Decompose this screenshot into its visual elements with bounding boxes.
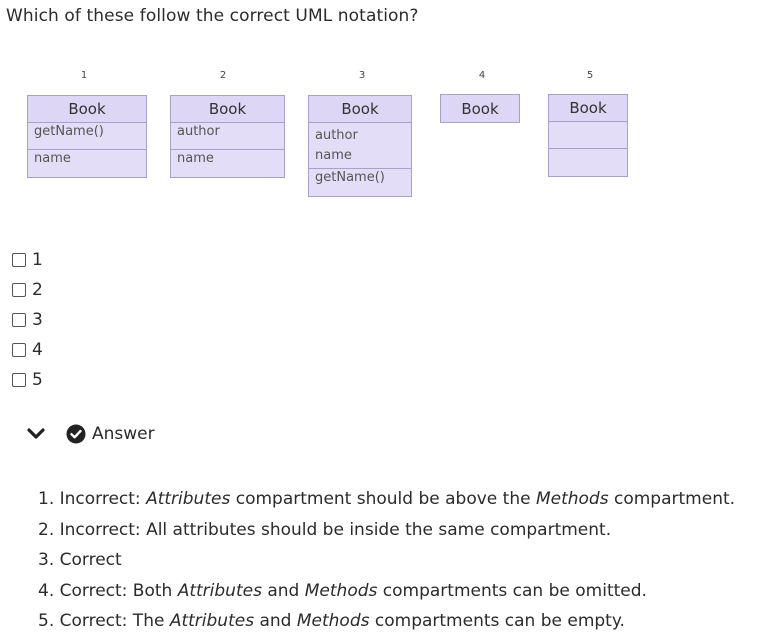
checkbox-2[interactable] [12, 283, 26, 297]
uml-class-box-4: Book [440, 94, 520, 123]
emphasis-term: Methods [535, 489, 609, 509]
chevron-down-icon[interactable] [26, 424, 46, 444]
uml-class-name: Book [28, 96, 146, 123]
uml-class-box-2: Book author name [170, 95, 285, 178]
uml-attributes-compartment-a: author [171, 123, 284, 150]
explanation-text: compartments can be empty. [369, 611, 625, 631]
uml-methods-compartment: getName() [28, 123, 146, 150]
option-label-3: 3 [32, 310, 43, 330]
option-2[interactable]: 2 [12, 275, 43, 305]
explanation-text: and [261, 580, 305, 601]
question-text: Which of these follow the correct UML no… [6, 6, 419, 26]
option-1[interactable]: 1 [12, 245, 43, 275]
diagram-number-4: 4 [478, 70, 486, 81]
answer-label: Answer [92, 424, 155, 444]
checkbox-3[interactable] [12, 313, 26, 327]
uml-class-name: Book [309, 96, 411, 123]
uml-class-name: Book [171, 96, 284, 123]
uml-methods-compartment-empty [549, 149, 627, 176]
explanation-text: compartment. [608, 489, 736, 509]
checkbox-4[interactable] [12, 343, 26, 357]
uml-class-name: Book [441, 95, 519, 122]
answer-toggle[interactable]: Answer [26, 424, 155, 444]
uml-methods-compartment: getName() [309, 169, 411, 196]
checkbox-1[interactable] [12, 253, 26, 267]
emphasis-term: Methods [304, 580, 378, 601]
explanation-text: 1. Incorrect: [38, 489, 147, 509]
uml-attributes-compartment: author name [309, 123, 411, 169]
diagram-number-1: 1 [80, 70, 88, 81]
uml-class-box-5: Book [548, 94, 628, 177]
diagram-number-5: 5 [586, 70, 594, 81]
explanation-1: 1. Incorrect: Attributes compartment sho… [38, 484, 735, 515]
option-label-2: 2 [32, 280, 43, 300]
answer-explanations: 1. Incorrect: Attributes compartment sho… [38, 484, 735, 637]
uml-diagrams-figure: 1 2 3 4 5 Book getName() name Book autho… [0, 0, 763, 230]
uml-class-box-3: Book author name getName() [308, 95, 412, 197]
diagram-number-2: 2 [219, 70, 227, 81]
check-circle-icon [66, 424, 86, 444]
uml-attributes-compartment: name [28, 150, 146, 177]
option-label-4: 4 [32, 340, 43, 360]
explanation-2: 2. Incorrect: All attributes should be i… [38, 515, 735, 546]
emphasis-term: Attributes [177, 580, 262, 601]
emphasis-term: Attributes [146, 489, 231, 509]
explanation-text: and [254, 611, 297, 631]
uml-class-name: Book [549, 95, 627, 122]
uml-attributes-compartment-b: name [171, 150, 284, 177]
explanation-4: 4. Correct: Both Attributes and Methods … [38, 576, 735, 607]
explanation-text: 5. Correct: The [38, 611, 170, 631]
option-3[interactable]: 3 [12, 305, 43, 335]
uml-class-box-1: Book getName() name [27, 95, 147, 178]
emphasis-term: Methods [296, 611, 370, 631]
explanation-text: compartments can be omitted. [377, 580, 647, 601]
answer-options: 1 2 3 4 5 [12, 245, 43, 395]
emphasis-term: Attributes [169, 611, 255, 631]
explanation-5: 5. Correct: The Attributes and Methods c… [38, 606, 735, 637]
explanation-3: 3. Correct [38, 545, 735, 576]
option-4[interactable]: 4 [12, 335, 43, 365]
checkbox-5[interactable] [12, 373, 26, 387]
explanation-text: 4. Correct: Both [38, 580, 178, 601]
explanation-text: compartment should be above the [230, 489, 536, 509]
uml-attributes-compartment-empty [549, 122, 627, 149]
explanation-text: 3. Correct [38, 550, 122, 570]
option-5[interactable]: 5 [12, 365, 43, 395]
explanation-text: 2. Incorrect: All attributes should be i… [38, 519, 612, 540]
option-label-1: 1 [32, 250, 43, 270]
option-label-5: 5 [32, 370, 43, 390]
diagram-number-3: 3 [358, 70, 366, 81]
